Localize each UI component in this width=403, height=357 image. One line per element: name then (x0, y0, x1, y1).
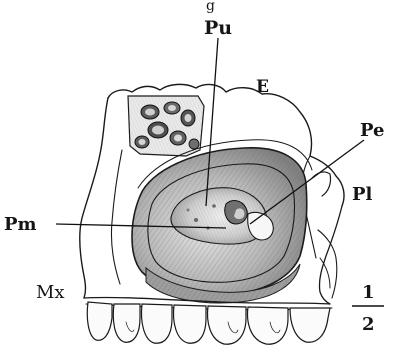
ethmoid-cells (128, 96, 204, 156)
tooth (174, 305, 206, 343)
scale-denominator: 2 (362, 314, 375, 335)
label-pm: Pm (4, 214, 37, 235)
tooth (208, 306, 246, 344)
label-top-fragment: g (206, 0, 215, 14)
tooth (290, 308, 330, 342)
label-pu: Pu (204, 17, 232, 39)
label-pe: Pe (360, 120, 385, 141)
tooth (248, 307, 288, 344)
tooth (142, 304, 173, 343)
tooth (87, 302, 112, 340)
label-e: E (256, 77, 269, 97)
scale-numerator: 1 (362, 282, 375, 303)
teeth-row (87, 302, 330, 344)
label-pl: Pl (352, 184, 373, 205)
label-mx: Mx (36, 282, 65, 303)
